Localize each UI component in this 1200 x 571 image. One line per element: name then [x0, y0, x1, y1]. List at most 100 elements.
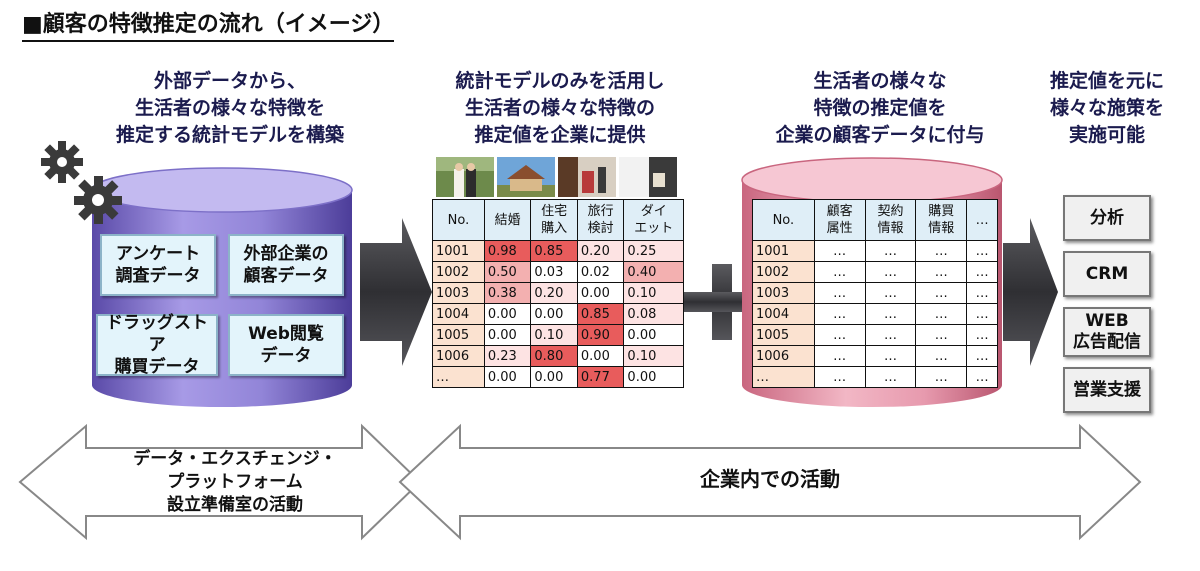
gear-icon: [74, 176, 122, 224]
customer-table: No. 顧客属性 契約情報 購買情報 … 1001…………1002…………100…: [752, 199, 998, 388]
action-label: 営業支援: [1073, 379, 1141, 400]
table-cell: …: [813, 240, 866, 262]
row-id-cell: …: [752, 366, 815, 388]
heading-line: 統計モデルのみを活用し: [455, 70, 665, 92]
action-web-ads: WEB 広告配信: [1063, 307, 1151, 357]
header-line: 旅行: [587, 204, 614, 219]
table-cell: 0.23: [483, 345, 532, 367]
survey-data-box: アンケート 調査データ: [100, 234, 216, 296]
column-header: 購買情報: [915, 199, 968, 241]
bottom-left-label: データ・エクスチェンジ・ プラットフォーム 設立準備室の活動: [110, 448, 360, 517]
column-header: 顧客属性: [813, 199, 866, 241]
table-cell: 0.77: [576, 366, 625, 388]
header-line: 結婚: [494, 212, 521, 228]
heading-measures: 推定値を元に 様々な施策を 実施可能: [1022, 68, 1192, 149]
column-header: 結婚: [483, 199, 532, 241]
table-cell: 0.00: [623, 366, 684, 388]
heading-line: 推定する統計モデルを構築: [115, 124, 344, 146]
table-cell: …: [915, 240, 968, 262]
header-line: …: [975, 212, 989, 228]
row-id-cell: 1004: [752, 303, 815, 325]
table-cell: 0.40: [623, 261, 684, 283]
table-cell: …: [813, 324, 866, 346]
table-cell: 0.03: [530, 261, 578, 283]
header-line: 情報: [928, 221, 955, 236]
header-line: エット: [634, 221, 674, 236]
action-label: 広告配信: [1073, 332, 1141, 352]
table-cell: …: [864, 261, 917, 283]
table-row: 1002…………: [752, 261, 998, 283]
row-id-cell: 1005: [752, 324, 815, 346]
box-line: アンケート: [115, 244, 201, 264]
page-title: ■顧客の特徴推定の流れ（イメージ）: [22, 6, 395, 42]
table-cell: 0.00: [483, 303, 532, 325]
table-cell: …: [915, 303, 968, 325]
box-line: ドラッグストア: [106, 313, 208, 355]
table-cell: 0.00: [530, 303, 578, 325]
table-cell: …: [966, 303, 998, 325]
heading-line: 推定値を企業に提供: [474, 124, 646, 146]
header-line: 契約: [877, 204, 904, 219]
house-photo: [497, 157, 555, 197]
header-line: 住宅: [541, 204, 568, 219]
row-id-cell: 1001: [432, 240, 485, 262]
table-cell: …: [864, 345, 917, 367]
action-sales-support: 営業支援: [1063, 367, 1151, 413]
header-line: 購入: [541, 221, 568, 236]
row-id-cell: 1005: [432, 324, 485, 346]
table-cell: …: [915, 324, 968, 346]
table-cell: 0.85: [576, 303, 625, 325]
table-cell: …: [813, 282, 866, 304]
header-line: ダイ: [640, 204, 667, 219]
table-header-row: No. 結婚 住宅購入 旅行検討 ダイエット: [432, 199, 684, 241]
travel-photo: [558, 157, 616, 197]
heading-line: 生活者の様々な: [813, 70, 947, 92]
box-line: 外部企業の: [243, 244, 329, 264]
table-cell: 0.00: [576, 282, 625, 304]
heading-line: 推定値を元に: [1049, 70, 1164, 92]
heading-line: 実施可能: [1068, 124, 1145, 146]
table-cell: 0.00: [576, 345, 625, 367]
column-header: …: [966, 199, 998, 241]
external-customer-data-box: 外部企業の 顧客データ: [228, 234, 344, 296]
table-cell: …: [864, 282, 917, 304]
heading-line: 生活者の様々な特徴の: [464, 97, 655, 119]
plus-icon: [683, 264, 761, 340]
table-cell: 0.90: [576, 324, 625, 346]
row-id-cell: 1006: [752, 345, 815, 367]
table-cell: 0.80: [530, 345, 578, 367]
header-line: 検討: [587, 221, 614, 236]
table-row: 1006…………: [752, 345, 998, 367]
table-cell: …: [864, 324, 917, 346]
table-cell: …: [966, 261, 998, 283]
table-cell: …: [966, 324, 998, 346]
table-cell: 0.00: [483, 324, 532, 346]
table-cell: …: [864, 240, 917, 262]
label-line: データ・エクスチェンジ・: [133, 449, 337, 469]
table-header-row: No. 顧客属性 契約情報 購買情報 …: [752, 199, 998, 241]
table-cell: …: [813, 303, 866, 325]
wedding-photo: [436, 157, 494, 197]
row-id-cell: 1002: [752, 261, 815, 283]
table-row: ……………: [752, 366, 998, 388]
table-cell: …: [864, 366, 917, 388]
table-cell: 0.85: [530, 240, 578, 262]
table-cell: …: [915, 345, 968, 367]
table-row: 1004…………: [752, 303, 998, 325]
column-header: 契約情報: [864, 199, 917, 241]
table-cell: 0.98: [483, 240, 532, 262]
bottom-right-label: 企業内での活動: [700, 467, 840, 491]
box-line: Web閲覧: [248, 324, 324, 344]
table-cell: 0.20: [530, 282, 578, 304]
action-label: WEB: [1085, 311, 1129, 331]
drugstore-purchase-data-box: ドラッグストア 購買データ: [96, 313, 218, 377]
table-row: 1001…………: [752, 240, 998, 262]
table-cell: …: [864, 303, 917, 325]
row-id-cell: 1001: [752, 240, 815, 262]
flow-arrow: [360, 218, 432, 366]
